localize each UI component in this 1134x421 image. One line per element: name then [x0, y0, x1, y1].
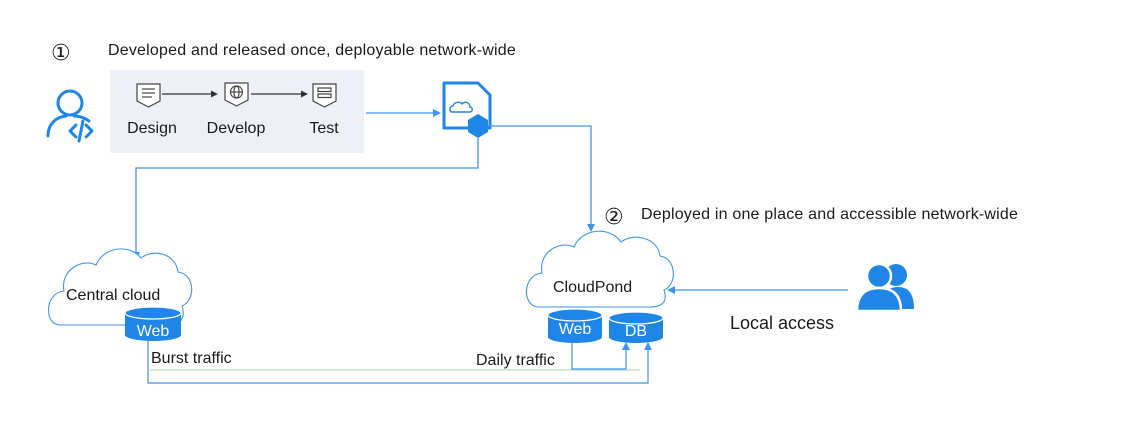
central-cloud-label: Central cloud — [66, 287, 161, 304]
central-web-label: Web — [136, 323, 170, 340]
deploy-cloudpond-arrow — [488, 125, 595, 232]
release-flow-box — [110, 70, 364, 153]
daily-traffic-label: Daily traffic — [476, 352, 555, 369]
flow-test-label: Test — [309, 120, 339, 137]
release-arrow — [366, 109, 441, 117]
local-access-arrow — [667, 286, 848, 294]
cloudpond-web-label: Web — [558, 321, 592, 338]
step-one-number: ① — [51, 40, 71, 65]
developer-icon — [46, 89, 94, 143]
cloudpond-label: CloudPond — [553, 279, 633, 296]
users-icon — [855, 262, 914, 313]
burst-traffic-label: Burst traffic — [151, 350, 232, 367]
local-access-label: Local access — [730, 313, 835, 333]
step-two-heading: Deployed in one place and accessible net… — [641, 206, 1019, 223]
step-two-number: ② — [604, 204, 624, 229]
flow-design-label: Design — [127, 120, 177, 137]
cloud-package-icon — [442, 81, 492, 138]
daily-traffic-line — [571, 342, 630, 370]
step-one-heading: Developed and released once, deployable … — [108, 42, 516, 59]
cloudpond-db-label: DB — [624, 323, 648, 340]
flow-develop-label: Develop — [206, 120, 266, 137]
deploy-central-arrow — [132, 138, 479, 260]
